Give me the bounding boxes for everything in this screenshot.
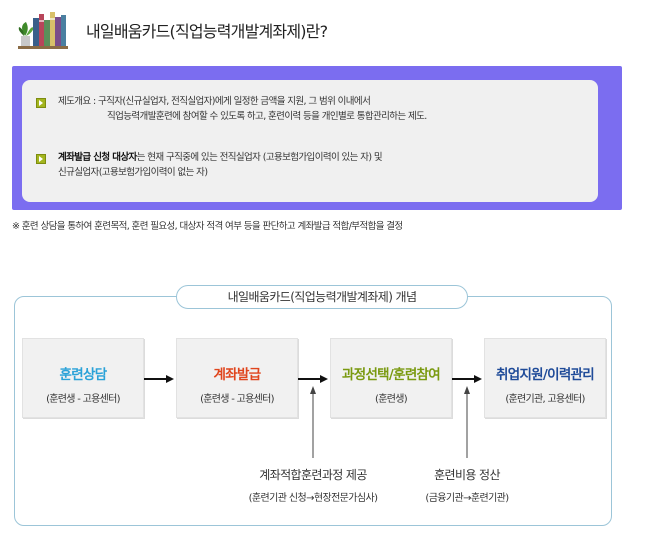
flow-arrow-icon xyxy=(144,375,482,383)
note-subtitle: (금융기관→훈련기관) xyxy=(387,489,547,504)
note-title: 계좌적합훈련과정 제공 xyxy=(213,466,413,483)
note-subtitle: (훈련기관 신청→현장전문가심사) xyxy=(213,489,413,504)
flow-arrow-icon xyxy=(310,386,470,458)
note-title: 훈련비용 정산 xyxy=(387,466,547,483)
